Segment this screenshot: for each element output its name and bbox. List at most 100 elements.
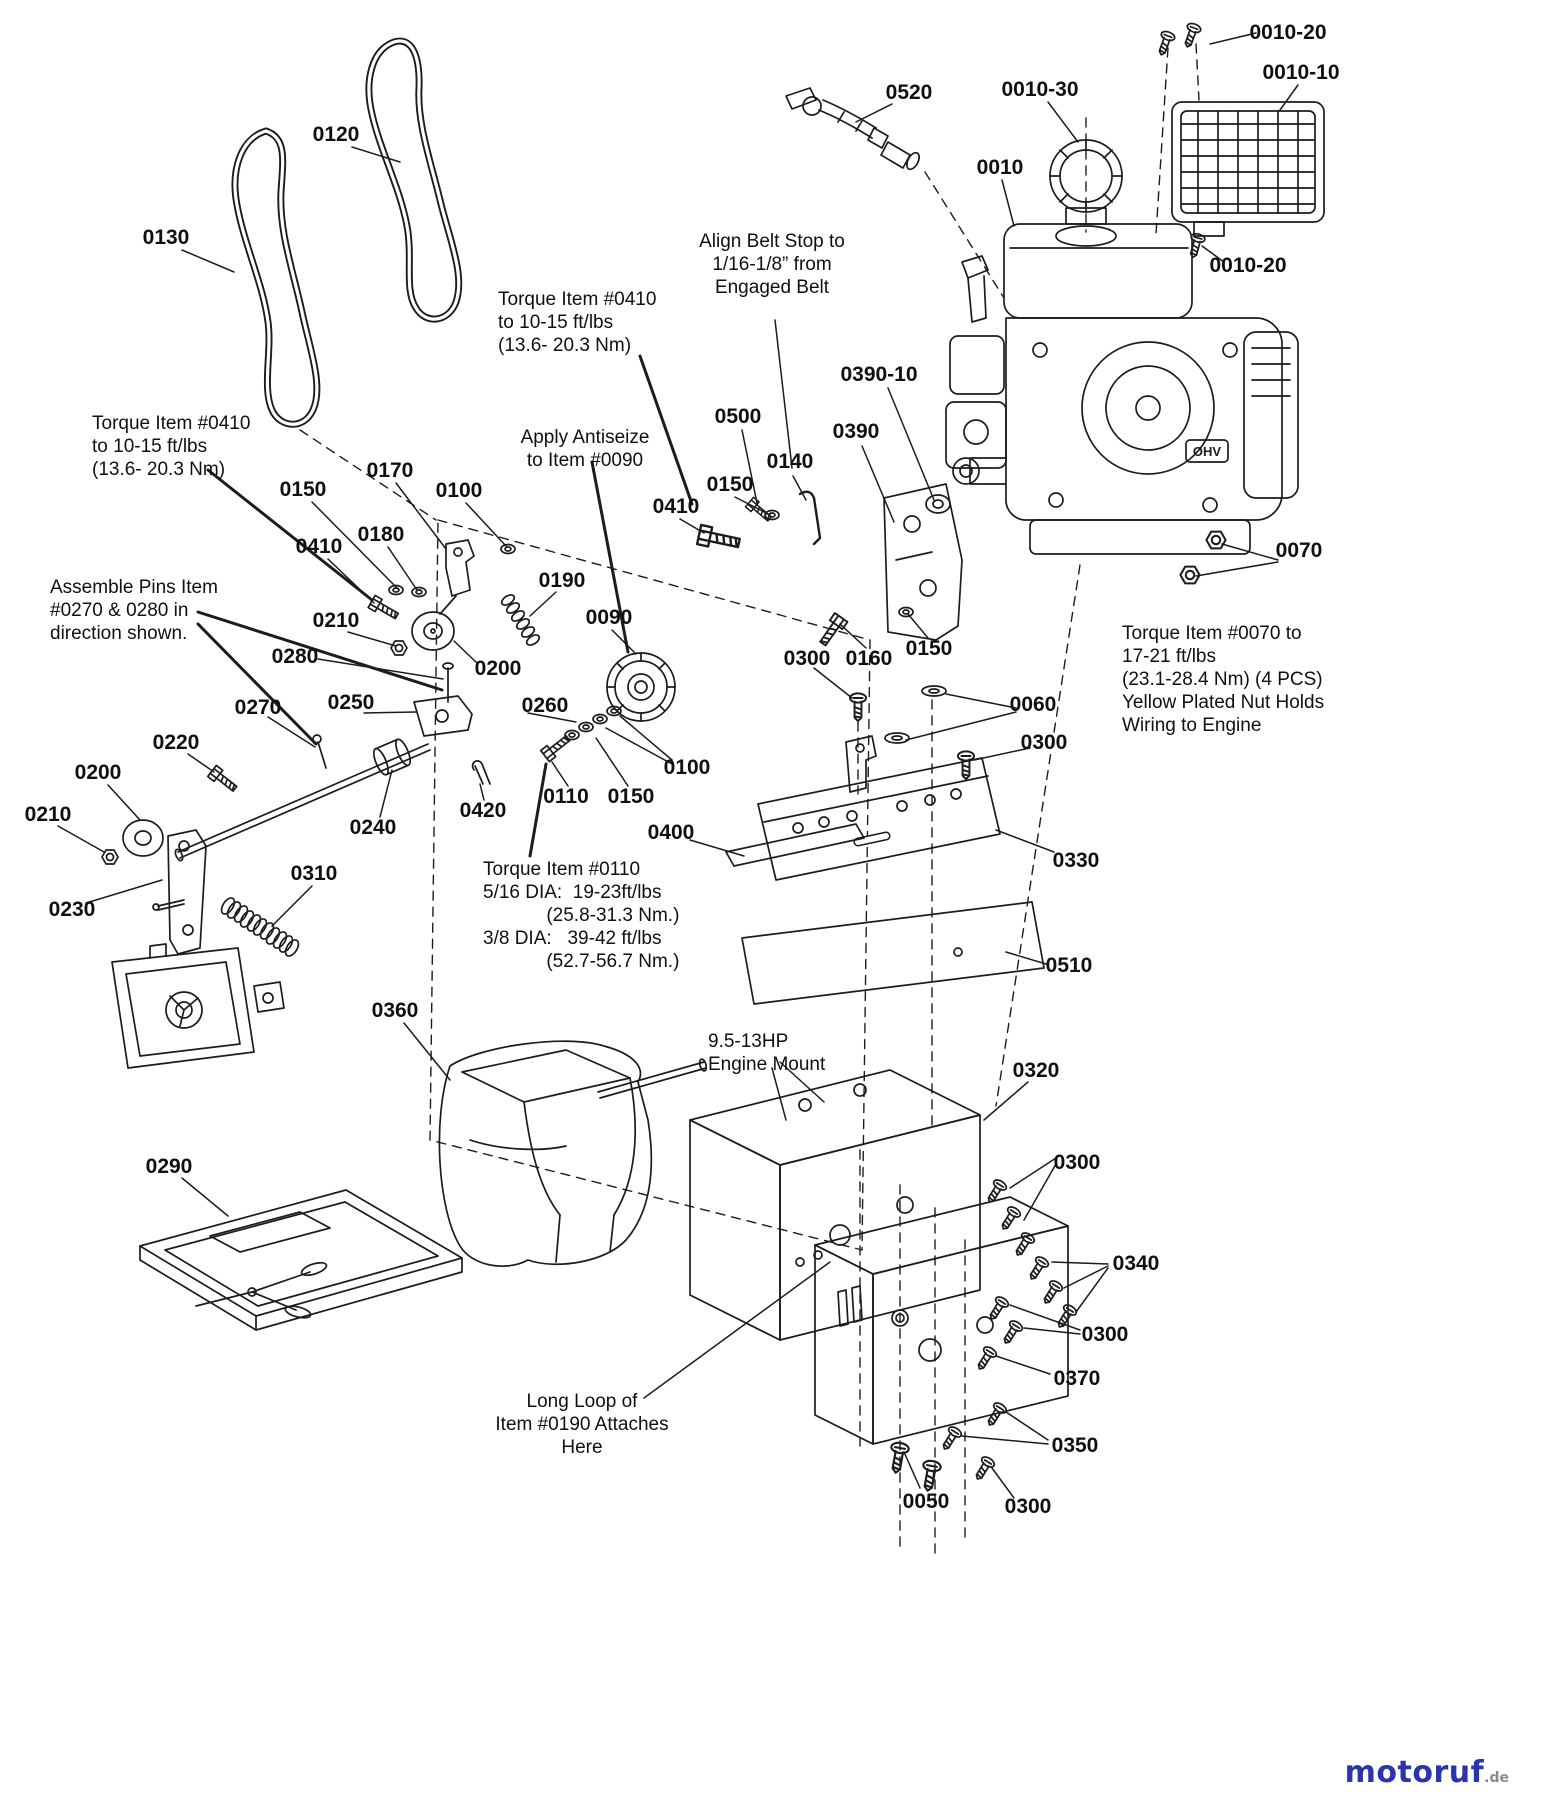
part-label-0270-28: 0270 bbox=[234, 696, 282, 719]
annotation-line: Yellow Plated Nut Holds bbox=[1122, 692, 1325, 713]
part-label-0110-36: 0110 bbox=[543, 785, 589, 808]
spring-0190-drawing bbox=[500, 594, 541, 646]
annotation-line: Wiring to Engine bbox=[1122, 715, 1262, 736]
part-label-0170-12: 0170 bbox=[366, 459, 414, 482]
part-label-0160-24: 0160 bbox=[845, 647, 893, 670]
part-label-0300-25: 0300 bbox=[783, 647, 831, 670]
part-label-0100-13: 0100 bbox=[435, 479, 483, 502]
part-label-0320-47: 0320 bbox=[1012, 1059, 1060, 1082]
heat-box-drawing bbox=[1171, 101, 1325, 237]
annotation-line: Apply Antiseize bbox=[520, 427, 650, 448]
part-label-0260-30: 0260 bbox=[521, 694, 569, 717]
part-label-0120-4: 0120 bbox=[312, 123, 360, 146]
annotation-line: (25.8-31.3 Nm.) bbox=[483, 905, 680, 926]
annotation-line: Engaged Belt bbox=[714, 277, 830, 298]
part-label-0280-26: 0280 bbox=[271, 645, 319, 668]
annotation-line: Assemble Pins Item bbox=[50, 577, 218, 598]
belt-cover-drawing bbox=[438, 1040, 708, 1267]
annotation-line: #0270 & 0280 in bbox=[50, 600, 189, 621]
part-label-0390-10-8: 0390-10 bbox=[840, 363, 918, 386]
part-label-0130-6: 0130 bbox=[142, 226, 190, 249]
part-label-0520-3: 0520 bbox=[885, 81, 933, 104]
part-label-0420-39: 0420 bbox=[459, 799, 507, 822]
annotation-line: Item #0190 Attaches bbox=[495, 1414, 669, 1435]
annotation-line: (23.1-28.4 Nm) (4 PCS) bbox=[1122, 669, 1323, 690]
belt-0120-drawing bbox=[365, 37, 463, 323]
annotation-line: (13.6- 20.3 Nm) bbox=[498, 335, 632, 356]
annotation-line: Torque Item #0110 bbox=[483, 859, 641, 880]
part-label-0510-45: 0510 bbox=[1045, 954, 1093, 977]
annotation-line: Long Loop of bbox=[526, 1391, 638, 1412]
part-label-0250-29: 0250 bbox=[327, 691, 375, 714]
part-label-0150-37: 0150 bbox=[607, 785, 655, 808]
annotation-line: Here bbox=[561, 1437, 603, 1458]
part-label-0010-20-0: 0010-20 bbox=[1249, 21, 1327, 44]
annotation-line: Torque Item #0410 bbox=[92, 413, 251, 434]
engine-badge-text: OHV bbox=[1193, 444, 1222, 459]
part-label-0140-11: 0140 bbox=[766, 450, 814, 473]
part-label-0410-16: 0410 bbox=[652, 495, 700, 518]
control-rod-assembly-drawing bbox=[101, 734, 431, 957]
annotation-line: to 10-15 ft/lbs bbox=[92, 436, 208, 457]
part-label-0010-30-2: 0010-30 bbox=[1001, 78, 1079, 101]
part-label-0230-44: 0230 bbox=[48, 898, 96, 921]
part-label-0410-18: 0410 bbox=[295, 535, 343, 558]
annotation-line: (52.7-56.7 Nm.) bbox=[483, 951, 680, 972]
part-label-0150-15: 0150 bbox=[706, 473, 754, 496]
idler-assembly-drawing bbox=[367, 539, 676, 785]
part-label-0360-46: 0360 bbox=[371, 999, 419, 1022]
annotation-line: to 10-15 ft/lbs bbox=[498, 312, 614, 333]
annotation-line: Align Belt Stop to bbox=[699, 231, 845, 252]
part-label-0070-19: 0070 bbox=[1275, 539, 1323, 562]
thick-leader-lines bbox=[196, 354, 694, 858]
part-label-0300-49: 0300 bbox=[1053, 1151, 1101, 1174]
annotation-line: Engine Mount bbox=[708, 1054, 826, 1075]
part-label-0010-20-7: 0010-20 bbox=[1209, 254, 1287, 277]
part-label-0400-41: 0400 bbox=[647, 821, 695, 844]
part-label-0240-40: 0240 bbox=[349, 816, 397, 839]
annotation-line: Torque Item #0070 to bbox=[1122, 623, 1302, 644]
annotation-line: (13.6- 20.3 Nm) bbox=[92, 459, 226, 480]
belt-0130-drawing bbox=[231, 127, 321, 428]
part-label-0210-22: 0210 bbox=[312, 609, 360, 632]
annotation-line: 3/8 DIA: 39-42 ft/lbs bbox=[483, 928, 662, 949]
part-label-0300-51: 0300 bbox=[1081, 1323, 1129, 1346]
part-label-0060-31: 0060 bbox=[1009, 693, 1057, 716]
part-label-0210-38: 0210 bbox=[24, 803, 72, 826]
part-label-0220-33: 0220 bbox=[152, 731, 200, 754]
frame-boxes-drawing bbox=[689, 1069, 1069, 1445]
annotation-line: 1/16-1/8” from bbox=[712, 254, 832, 275]
part-label-0100-35: 0100 bbox=[663, 756, 711, 779]
annotation-line: 9.5-13HP bbox=[708, 1031, 789, 1052]
friction-plate-drawing bbox=[111, 943, 285, 1069]
part-label-0350-53: 0350 bbox=[1051, 1434, 1099, 1457]
part-label-0390-10: 0390 bbox=[832, 420, 880, 443]
belt-stop-bracket-drawing bbox=[695, 483, 963, 649]
part-label-0290-48: 0290 bbox=[145, 1155, 193, 1178]
part-label-0010-10-1: 0010-10 bbox=[1262, 61, 1340, 84]
part-label-0330-42: 0330 bbox=[1052, 849, 1100, 872]
engine-mount-plates-drawing bbox=[725, 530, 1227, 1005]
part-label-0090-21: 0090 bbox=[585, 606, 633, 629]
bottom-pan-drawing bbox=[139, 1189, 463, 1331]
part-label-0190-20: 0190 bbox=[538, 569, 586, 592]
watermark-brand: motoruf bbox=[1344, 1755, 1485, 1790]
part-label-0300-32: 0300 bbox=[1020, 731, 1068, 754]
engine-drawing: OHV bbox=[945, 139, 1299, 555]
part-label-0310-43: 0310 bbox=[290, 862, 338, 885]
annotation-line: to Item #0090 bbox=[526, 450, 644, 471]
part-label-0010-5: 0010 bbox=[976, 156, 1024, 179]
part-label-0150-23: 0150 bbox=[905, 637, 953, 660]
annotation-line: 5/16 DIA: 19-23ft/lbs bbox=[483, 882, 662, 903]
part-label-0370-52: 0370 bbox=[1053, 1367, 1101, 1390]
watermark-tld: .de bbox=[1484, 1770, 1509, 1786]
